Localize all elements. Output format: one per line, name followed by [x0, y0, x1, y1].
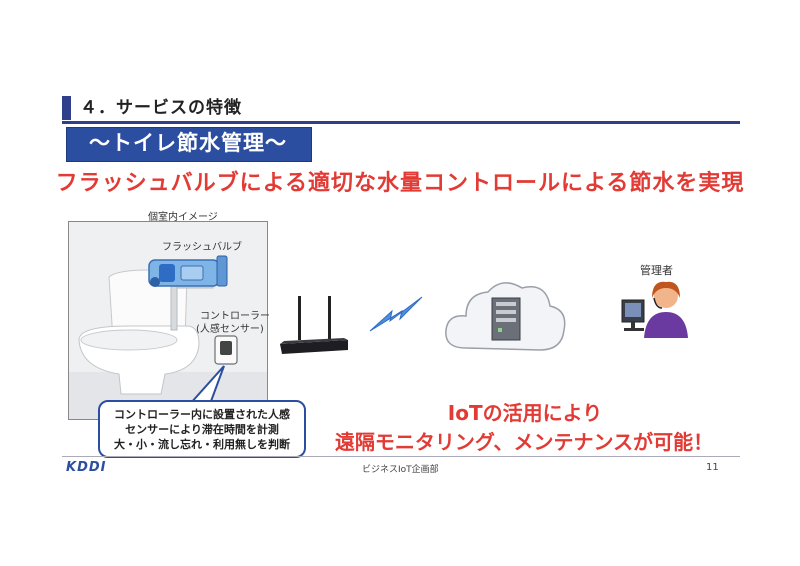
callout-box: コントローラー内に設置された人感 センサーにより滞在時間を計測 大・小・流し忘れ…	[98, 400, 306, 458]
wireless-signal-icon	[369, 296, 423, 332]
controller-label: コントローラー	[200, 311, 270, 322]
controller-device-icon	[214, 335, 238, 365]
valve-label: フラッシュバルブ	[162, 242, 242, 253]
callout-line: コントローラー内に設置された人感	[114, 408, 290, 421]
department-label: ビジネスIoT企画部	[362, 465, 439, 475]
page-number: 11	[706, 462, 719, 473]
kddi-logo: KDDI	[66, 460, 107, 475]
administrator-icon	[621, 281, 688, 338]
server-icon	[491, 297, 521, 341]
header-rule	[62, 121, 740, 124]
subtitle: ～トイレ節水管理～	[89, 131, 287, 155]
section-marker	[62, 96, 71, 120]
router-icon	[280, 296, 348, 354]
callout-line: センサーにより滞在時間を計測	[125, 423, 279, 436]
room-label: 個室内イメージ	[148, 212, 218, 223]
admin-label: 管理者	[640, 264, 673, 277]
flush-valve-icon	[148, 255, 228, 287]
callout-line: 大・小・流し忘れ・利用無しを判断	[114, 438, 290, 451]
cloud-icon	[445, 282, 566, 351]
controller-sub-label: (人感センサー)	[196, 324, 264, 335]
headline: フラッシュバルブによる適切な水量コントロールによる節水を実現	[55, 171, 745, 196]
footer-rule	[62, 456, 740, 457]
section-title: ４．サービスの特徴	[80, 98, 242, 118]
iot-subheading: 遠隔モニタリング、メンテナンスが可能！	[334, 430, 714, 454]
iot-heading: IoTの活用により	[447, 401, 603, 425]
subtitle-box	[66, 127, 312, 162]
